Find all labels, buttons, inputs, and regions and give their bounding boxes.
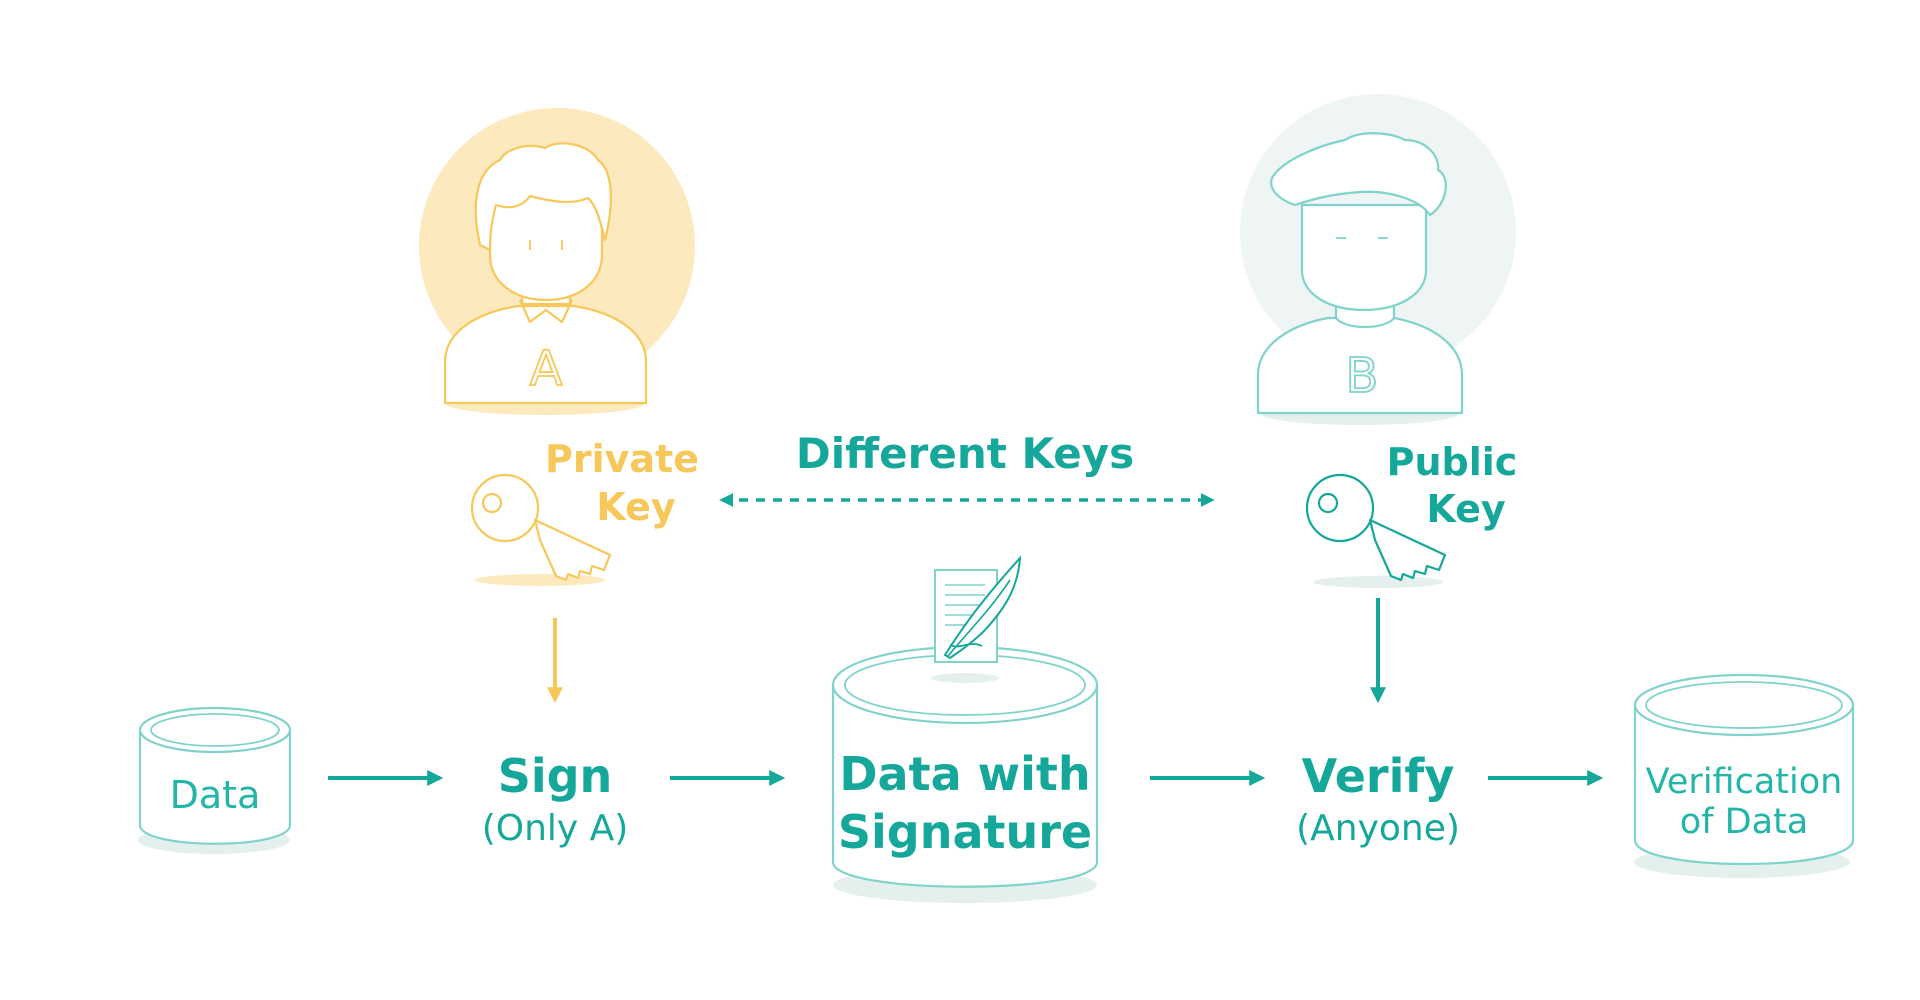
document-shadow	[931, 673, 999, 683]
public-key: Public Key	[1305, 440, 1518, 588]
public-key-shadow	[1313, 576, 1443, 588]
key-icon-private	[470, 473, 612, 582]
private-key-shadow	[475, 574, 605, 586]
person-b: B	[1240, 94, 1516, 425]
verify-node-label-line1: Verify	[1302, 749, 1455, 803]
verify-node-label-line2: (Anyone)	[1296, 808, 1460, 849]
verification-cylinder	[1633, 705, 1855, 866]
person-a: A	[419, 108, 695, 415]
person-a-icon	[443, 142, 648, 405]
data-node: Data	[138, 706, 292, 854]
different-keys-label: Different Keys	[796, 429, 1134, 478]
verification-label-line2: of Data	[1680, 802, 1808, 842]
data-with-signature-label-line1: Data with	[839, 747, 1090, 801]
public-key-label-line2: Key	[1426, 487, 1506, 531]
data-cylinder-top-inner	[150, 713, 280, 747]
verify-node: Verify (Anyone)	[1296, 749, 1460, 849]
verification-cylinder-top-inner	[1645, 681, 1843, 729]
private-key-label-line1: Private	[545, 437, 699, 481]
person-a-letter: A	[530, 341, 563, 397]
private-key-label-line2: Key	[596, 485, 676, 529]
verification-node: Verification of Data	[1633, 673, 1855, 878]
key-icon-public	[1305, 473, 1447, 582]
private-key: Private Key	[470, 437, 699, 586]
person-b-letter: B	[1346, 348, 1379, 404]
verification-label-line1: Verification	[1646, 762, 1843, 802]
data-with-signature-node: Data with Signature	[831, 555, 1099, 903]
document-quill-icon	[934, 555, 1022, 663]
data-cylinder-top	[138, 706, 292, 754]
data-cylinder	[138, 730, 292, 845]
data-with-signature-label-line2: Signature	[838, 805, 1092, 859]
sign-node-label-line1: Sign	[498, 749, 613, 803]
verification-cylinder-top	[1633, 673, 1855, 737]
sign-node-label-line2: (Only A)	[482, 808, 629, 849]
different-keys: Different Keys	[719, 429, 1215, 507]
person-b-icon	[1256, 132, 1464, 415]
sign-node: Sign (Only A)	[482, 749, 629, 849]
data-with-signature-cylinder	[831, 685, 1099, 888]
data-node-label: Data	[170, 773, 261, 817]
public-key-label-line1: Public	[1387, 440, 1518, 484]
